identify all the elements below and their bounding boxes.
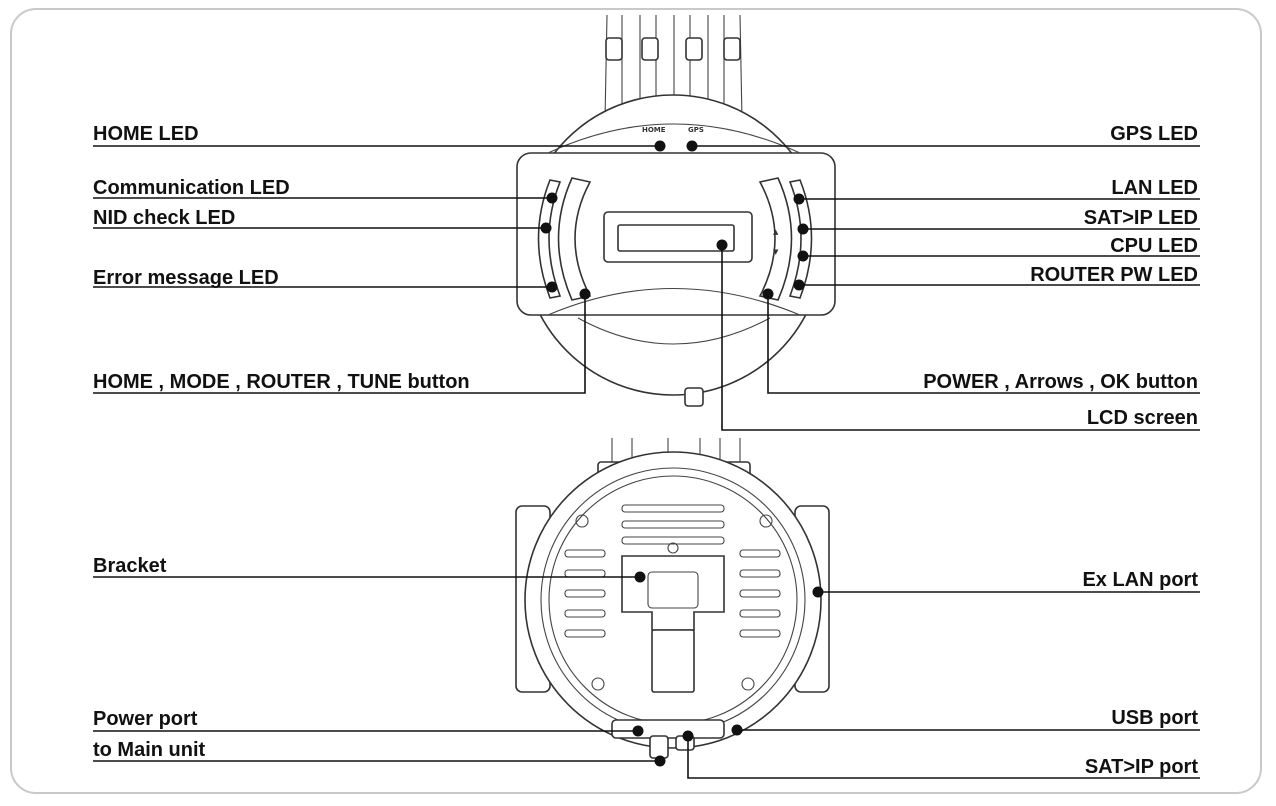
right-led-strip	[788, 179, 813, 299]
label-cpu-led: CPU LED	[1110, 235, 1198, 257]
label-to-main-unit: to Main unit	[93, 739, 206, 761]
label-satip-led: SAT>IP LED	[1084, 207, 1198, 229]
lcd-screen	[617, 224, 735, 252]
label-lan-led: LAN LED	[1111, 177, 1198, 199]
gps-indicator-text: GPS	[688, 126, 704, 134]
vent-slots	[564, 504, 781, 638]
label-gps-led: GPS LED	[1110, 123, 1198, 145]
label-power-port: Power port	[93, 708, 198, 730]
label-home-led: HOME LED	[93, 123, 199, 145]
leader-lines	[93, 145, 1200, 779]
rear-view	[515, 438, 830, 759]
callout-labels-left: HOME LED Communication LED NID check LED…	[93, 123, 470, 761]
label-nid-check-led: NID check LED	[93, 207, 235, 229]
label-satip-port: SAT>IP port	[1085, 756, 1199, 778]
label-router-pw-led: ROUTER PW LED	[1030, 264, 1198, 286]
diagram-frame	[10, 8, 1262, 794]
home-indicator-text: HOME	[642, 126, 666, 134]
label-communication-led: Communication LED	[93, 177, 290, 199]
label-ex-lan-port: Ex LAN port	[1082, 569, 1198, 591]
front-panel-view: HOME GPS ▲ ▼	[516, 14, 836, 407]
label-right-buttons: POWER , Arrows , OK button	[923, 371, 1198, 393]
callout-dots	[540, 140, 824, 767]
arrow-down-glyph: ▼	[773, 248, 779, 256]
label-left-buttons: HOME , MODE , ROUTER , TUNE button	[93, 371, 470, 393]
arrow-up-glyph: ▲	[773, 228, 779, 236]
bottom-port-block	[611, 719, 725, 739]
label-usb-port: USB port	[1111, 707, 1198, 729]
bracket-arm	[651, 629, 695, 693]
callout-labels-right: GPS LED LAN LED SAT>IP LED CPU LED ROUTE…	[923, 123, 1198, 778]
left-button-pod[interactable]	[557, 177, 592, 301]
label-error-message-led: Error message LED	[93, 267, 279, 289]
label-lcd-screen: LCD screen	[1087, 407, 1198, 429]
left-led-strip	[537, 179, 562, 299]
right-button-pod[interactable]	[758, 177, 793, 301]
label-bracket: Bracket	[93, 555, 167, 577]
